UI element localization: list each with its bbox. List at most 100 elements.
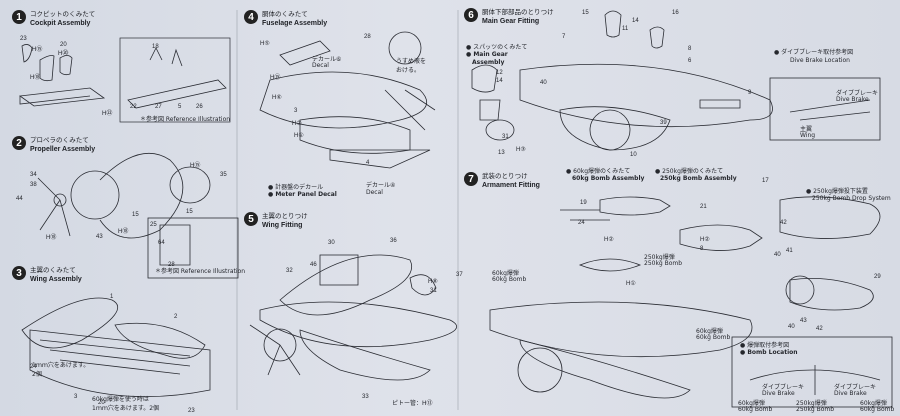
step-number: 4	[244, 10, 258, 24]
dive-brake-a-en: Dive Brake	[762, 390, 795, 397]
part-number: 10	[630, 152, 637, 158]
bomb250-callout-en: 250kg Bomb	[644, 260, 683, 267]
part-number: 2	[174, 314, 178, 320]
step-number: 7	[464, 172, 478, 186]
part-number: 11	[622, 26, 629, 32]
bomb60-callout-right: 60kg爆弾	[696, 328, 723, 335]
bomb-location-en: ● Bomb Location	[740, 349, 798, 356]
part-number: 8	[700, 246, 704, 252]
reference-note-1: ＊参考図 Reference Illustration	[140, 116, 231, 123]
drill-note-2: 60kg爆弾を使う時は 1ｍｍ穴をあけます。2個	[92, 396, 160, 412]
part-number: 19	[580, 200, 587, 206]
bomb-drop-en: 250kg Bomb Drop System	[812, 195, 891, 202]
step-number: 5	[244, 212, 258, 226]
step-title-jp: 主翼のとりつけ	[262, 212, 308, 220]
step-title-en: Fuselage Assembly	[262, 20, 328, 27]
dive-brake-label-en: Dive Brake	[836, 96, 869, 103]
part-number: 21	[700, 204, 707, 210]
part-number: 39	[660, 120, 667, 126]
part-number: 30	[328, 240, 335, 246]
step-title-jp: 胴体下部部品のとりつけ	[482, 8, 554, 16]
step-title-en: Propeller Assembly	[30, 146, 96, 153]
part-number: 4	[366, 160, 370, 166]
part-number: H⑱	[46, 235, 57, 241]
bomb250-loc-en: 250kg Bomb	[796, 406, 835, 413]
part-number: 9	[748, 90, 752, 96]
part-number: H⑱	[118, 229, 129, 235]
decal-6-label: デカール⑥	[312, 56, 342, 63]
step-title-jp: コクピットのくみたて	[30, 10, 96, 18]
bomb60-loc-l-en: 60kg Bomb	[738, 406, 773, 413]
part-number: 17	[762, 178, 769, 184]
cement-note: うすめ液を おける。	[396, 58, 427, 74]
part-number: 28	[364, 34, 371, 40]
part-number: 41	[786, 248, 793, 254]
part-number: 15	[582, 10, 589, 16]
part-number: 38	[30, 182, 37, 188]
part-number: 42	[780, 220, 787, 226]
part-number: 40	[788, 324, 795, 330]
part-number: 40	[540, 80, 547, 86]
bomb-drop-jp: ● 250kg爆弾投下装置	[806, 188, 868, 195]
part-number: 24	[30, 364, 37, 370]
part-number: H⑧	[428, 279, 438, 285]
part-number: H②	[700, 237, 710, 243]
bomb250-loc: 250kg爆弾	[796, 400, 827, 407]
step-number: 6	[464, 8, 478, 22]
part-number: 31	[430, 288, 437, 294]
part-number: 13	[498, 150, 505, 156]
bomb60-loc-r-en: 60kg Bomb	[860, 406, 895, 413]
part-number: 33	[362, 394, 369, 400]
bomb60-callout-left-en: 60kg Bomb	[492, 276, 527, 283]
part-number: 42	[816, 326, 823, 332]
decal-6-label-en: Decal	[312, 62, 329, 69]
part-number: 15	[132, 212, 139, 218]
part-number: 12	[496, 70, 503, 76]
part-number: 3	[74, 394, 78, 400]
part-number: 3	[294, 108, 298, 114]
part-number: 16	[672, 10, 679, 16]
part-number: 46	[310, 262, 317, 268]
part-number: 43	[800, 318, 807, 324]
part-number: H②	[292, 121, 302, 127]
dive-brake-a: ダイブブレーキ	[762, 384, 805, 391]
part-number: H⑮	[270, 75, 281, 81]
part-number: 26	[196, 104, 203, 110]
part-number: 28	[168, 262, 175, 268]
bomb60-loc-r: 60kg爆弾	[860, 400, 887, 407]
main-gear-en2: Assembly	[472, 59, 505, 66]
part-number: H⑮	[190, 163, 201, 169]
bomb60-assembly-en: 60kg Bomb Assembly	[572, 175, 645, 182]
decal-4-label: デカール④	[366, 182, 396, 189]
drill-note-1: 1ｍｍ穴をあけます。 2個	[32, 362, 90, 378]
part-number: H⑤	[260, 41, 270, 47]
part-number: 6	[688, 58, 692, 64]
bomb60-callout-left: 60kg爆弾	[492, 270, 519, 277]
part-number: H⑮	[32, 47, 43, 53]
part-number: 8	[688, 46, 692, 52]
part-number: 32	[286, 268, 293, 274]
part-number: H㉒	[102, 111, 113, 117]
step-number: 1	[12, 10, 26, 24]
part-number: 64	[158, 240, 165, 246]
dive-brake-b-en: Dive Brake	[834, 390, 867, 397]
part-number: 31	[502, 134, 509, 140]
step-4-header: 4 胴体のくみたて Fuselage Assembly	[244, 10, 327, 28]
dive-brake-label-jp: ダイブブレーキ	[836, 90, 879, 97]
reference-note-2: ＊参考図 Reference Illustration	[155, 268, 246, 275]
step-title-jp: 胴体のくみたて	[262, 10, 308, 18]
step-title-en: Armament Fitting	[482, 182, 540, 189]
step-number: 3	[12, 266, 26, 280]
dive-brake-b: ダイブブレーキ	[834, 384, 877, 391]
part-number: H⑥	[272, 95, 282, 101]
wing-label-jp: 主翼	[800, 126, 813, 133]
part-number: 23	[188, 408, 195, 414]
part-number: 18	[152, 44, 159, 50]
